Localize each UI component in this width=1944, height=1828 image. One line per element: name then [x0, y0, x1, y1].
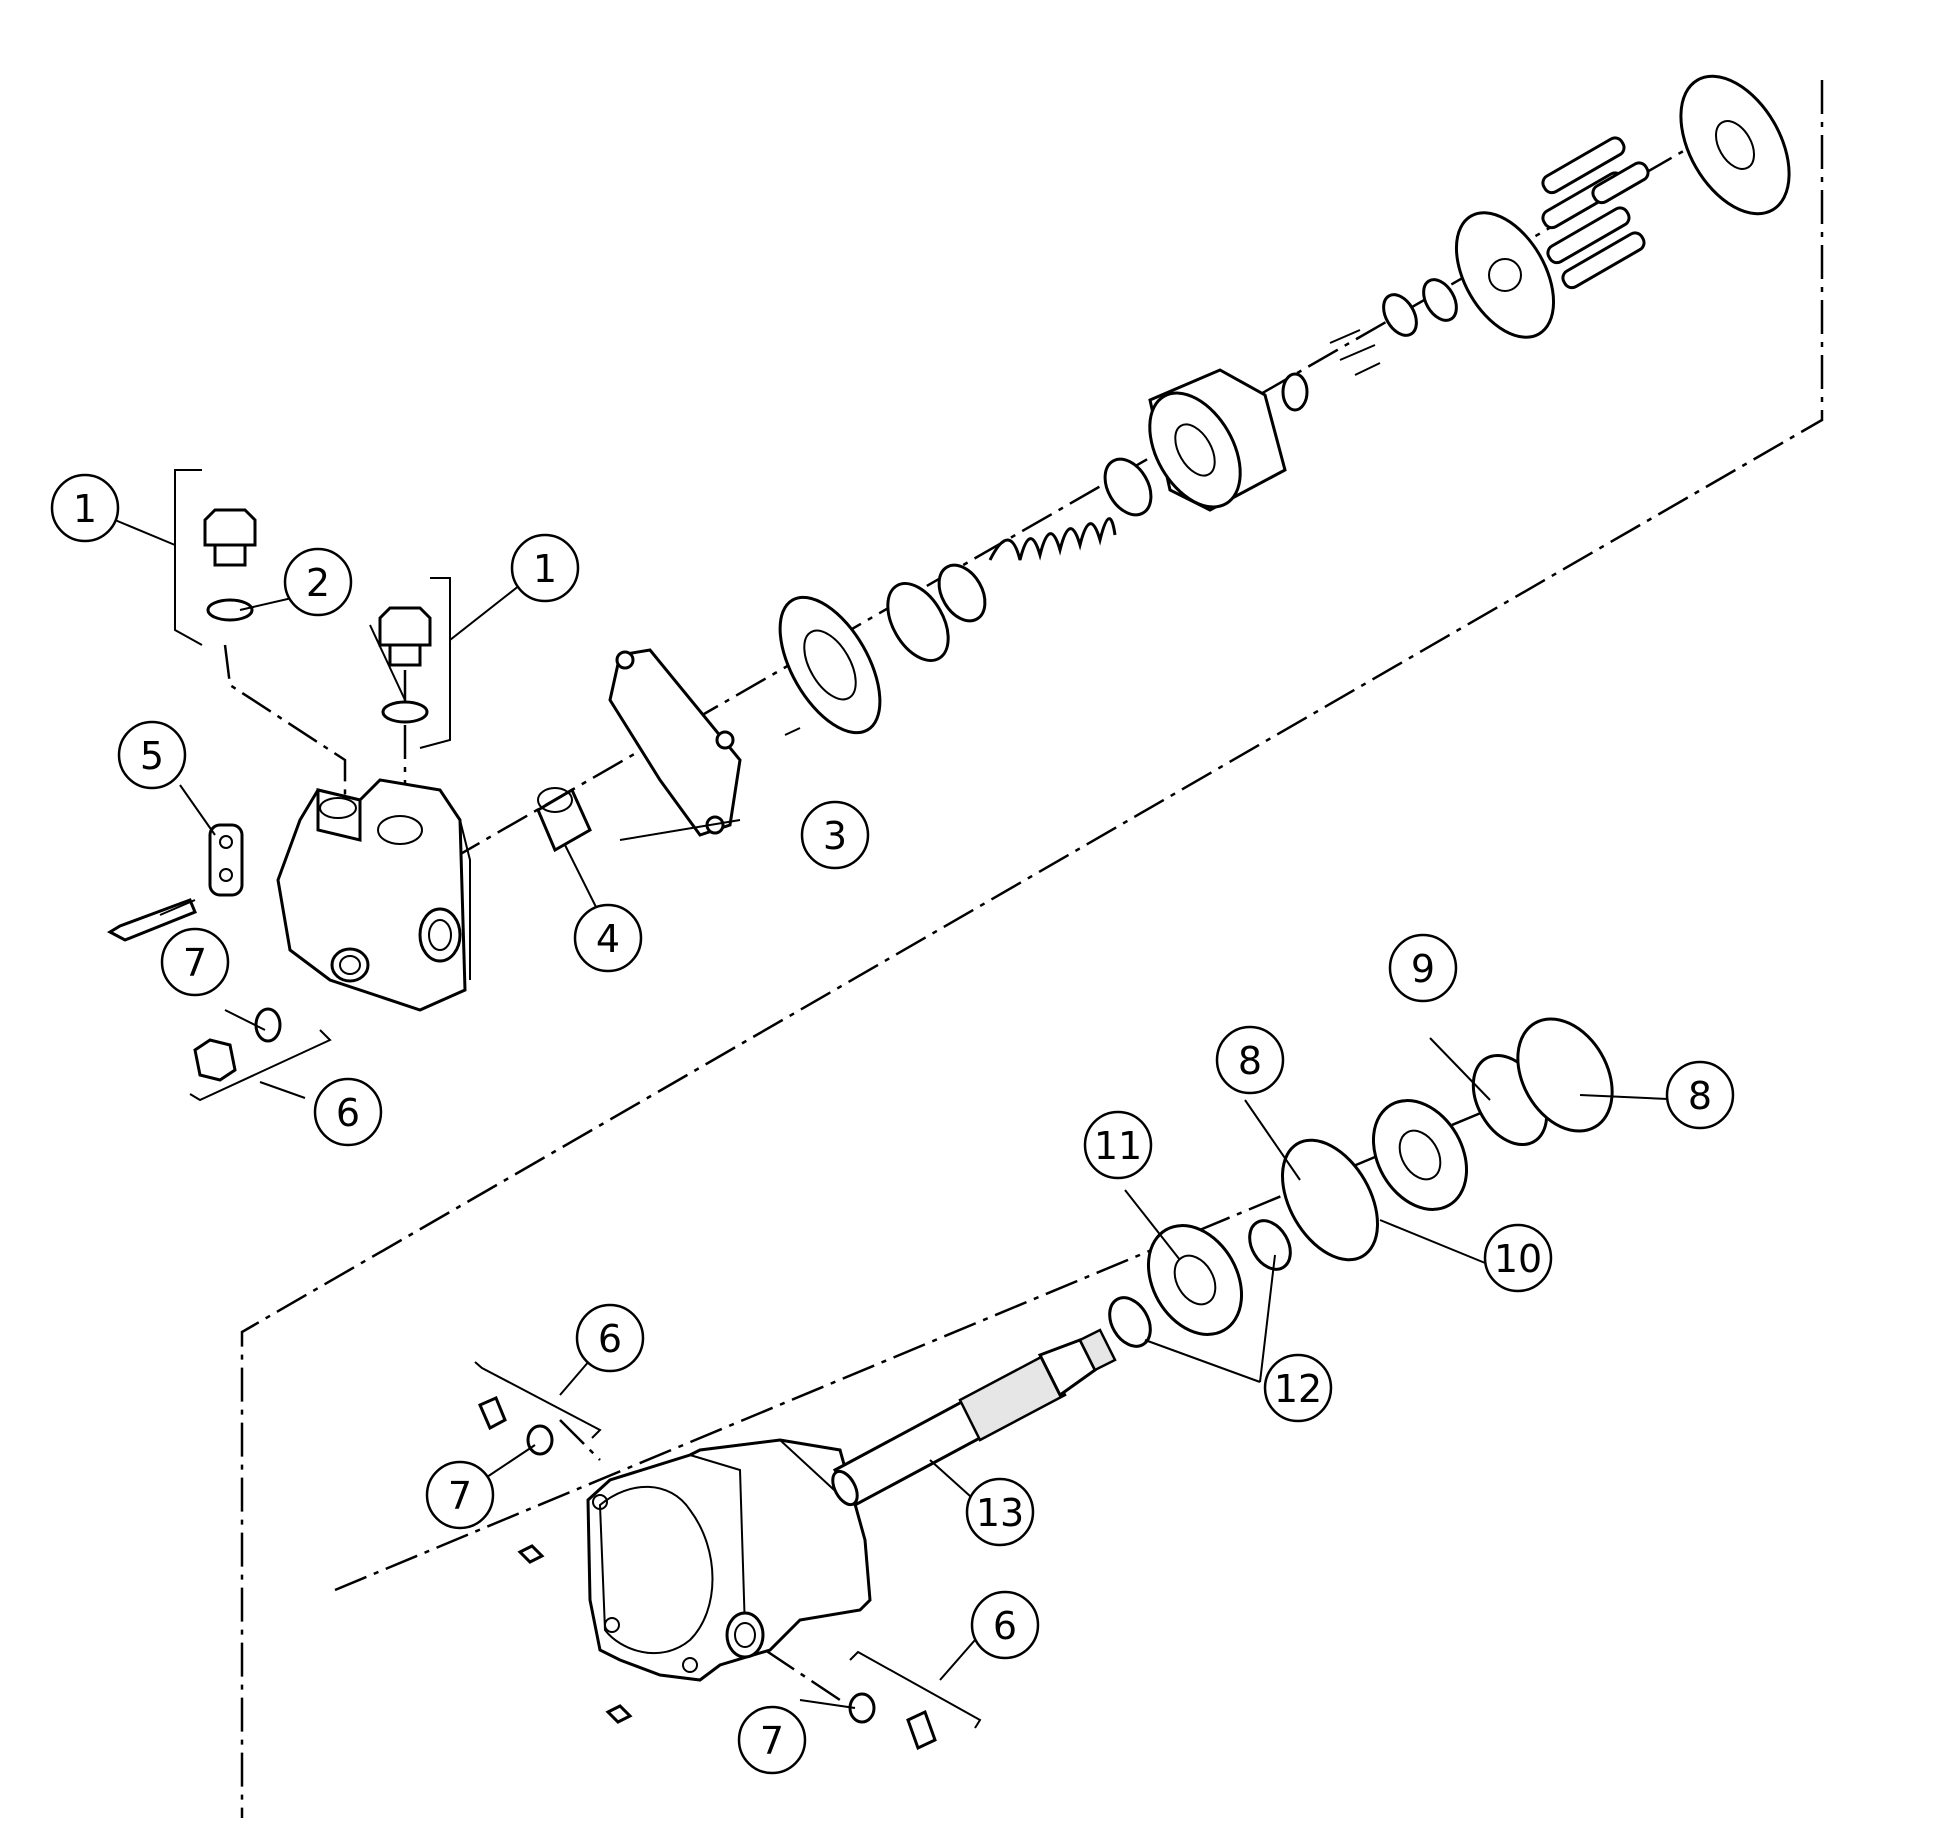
callout-4: 4	[573, 903, 643, 973]
callout-8: 8	[1215, 1025, 1285, 1095]
callout-13: 13	[965, 1477, 1035, 1547]
callout-1: 1	[50, 473, 120, 543]
callout-label: 4	[596, 917, 620, 961]
callout-label: 9	[1411, 947, 1435, 991]
callout-7: 7	[160, 927, 230, 997]
callout-label: 1	[533, 547, 557, 591]
callout-label: 2	[306, 561, 330, 605]
callout-label: 5	[140, 734, 164, 778]
port-block	[106, 778, 471, 1012]
callout-6-mid: 6	[575, 1303, 645, 1373]
callout-11: 11	[1083, 1110, 1153, 1180]
callout-2: 2	[283, 547, 353, 617]
callout-12: 12	[1263, 1353, 1333, 1423]
plugs-top	[193, 508, 432, 1082]
assembly-boundary	[240, 80, 1824, 1818]
callout-label: 8	[1688, 1074, 1712, 1118]
callout-5: 5	[117, 720, 187, 790]
callout-10: 10	[1483, 1223, 1553, 1293]
callout-1-right: 1	[510, 533, 580, 603]
callout-6-bottom: 6	[970, 1590, 1040, 1660]
part-brackets	[174, 469, 982, 1729]
bearing-rings	[1108, 1017, 1614, 1348]
callout-7-mid: 7	[425, 1460, 495, 1530]
callout-8-right: 8	[1665, 1060, 1735, 1130]
callout-label: 8	[1238, 1039, 1262, 1083]
callout-label: 7	[448, 1474, 472, 1518]
callout-label: 13	[976, 1491, 1024, 1535]
callout-label: 1	[73, 487, 97, 531]
callout-9: 9	[1388, 933, 1458, 1003]
callout-label: 6	[598, 1317, 622, 1361]
bottom-housing	[478, 1396, 937, 1751]
callout-label: 6	[993, 1604, 1017, 1648]
callout-7-bottom: 7	[737, 1705, 807, 1775]
callout-label: 10	[1494, 1237, 1542, 1281]
drive-shaft	[831, 1328, 1117, 1508]
rotating-group	[778, 74, 1791, 736]
callouts: 1 2 1 2 5 3 4 7	[50, 473, 1735, 1775]
callout-label: 7	[183, 941, 207, 985]
callout-label: 12	[1274, 1367, 1322, 1411]
callout-label: 7	[760, 1719, 784, 1763]
bushing-gasket	[536, 648, 742, 853]
callout-label: 11	[1094, 1124, 1142, 1168]
callout-6: 6	[313, 1077, 383, 1147]
callout-label: 3	[823, 814, 847, 858]
callout-label: 6	[336, 1091, 360, 1135]
callout-3: 3	[800, 800, 870, 870]
